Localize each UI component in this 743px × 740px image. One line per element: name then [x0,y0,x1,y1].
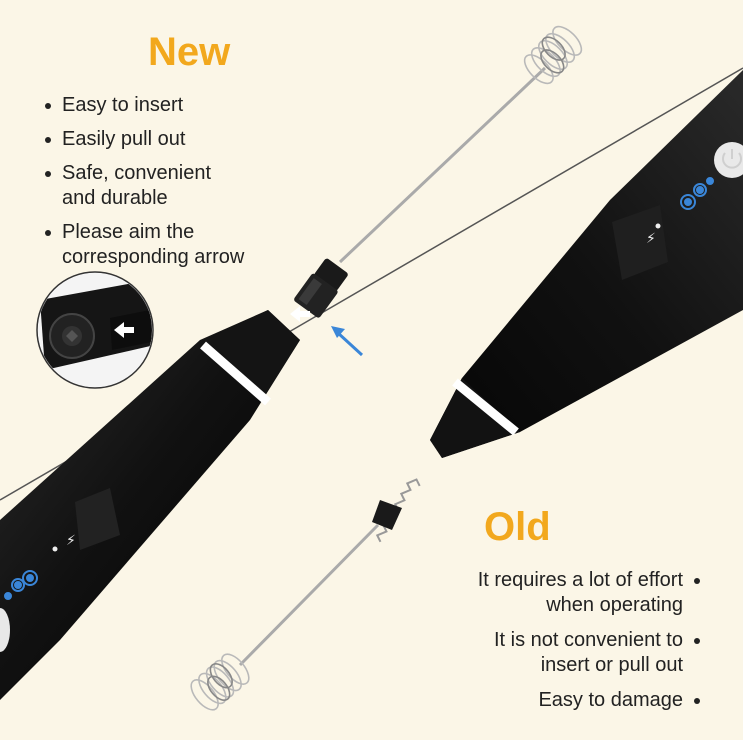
list-item: Easy to damage [383,688,703,713]
insert-arrow-icon [290,306,310,322]
old-device-body: ⚡ [430,70,743,458]
power-button [714,142,743,178]
speed-wave-icon [4,570,38,600]
list-item: Easily pull out [42,127,342,152]
zoom-inset [36,271,154,389]
old-title: Old [484,505,551,549]
lightning-icon-old: ⚡ [646,231,656,247]
new-features-list: Easy to insert Easily pull out Safe, con… [42,93,342,279]
list-item: Easy to insert [42,93,342,118]
whisk-spring-icon [523,25,583,85]
power-icon [0,608,10,652]
new-title: New [148,30,231,74]
new-device-body: ⚡ [0,310,300,700]
new-whisk-connector [294,258,348,318]
new-whisk-shaft [338,66,547,264]
speed-wave-icon-old [680,177,714,210]
old-whisk [190,478,421,711]
guide-arrow [331,326,364,357]
lightning-icon: ⚡ [66,533,76,549]
